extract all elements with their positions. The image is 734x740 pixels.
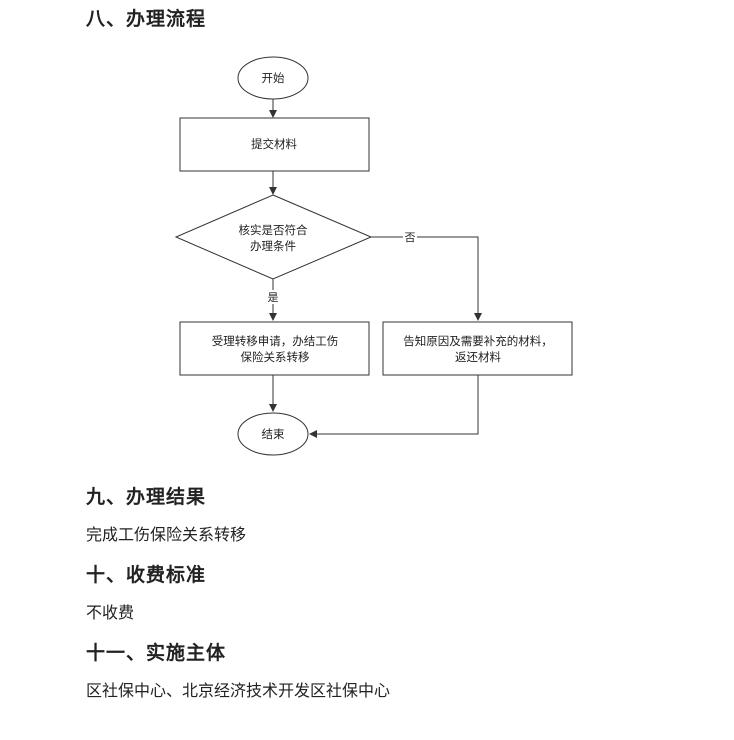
flow-no-connector bbox=[371, 236, 482, 321]
flow-end-node bbox=[237, 412, 309, 456]
flow-decision-node bbox=[174, 194, 373, 280]
flow-submit-node bbox=[179, 117, 370, 172]
flow-no-label: 否 bbox=[405, 231, 416, 244]
flow-decision-label-1: 核实是否符合 bbox=[239, 223, 308, 237]
section-title-authority: 十一、实施主体 bbox=[86, 642, 227, 664]
section-text-result: 完成工伤保险关系转移 bbox=[86, 525, 247, 544]
flow-reject-label-1: 告知原因及需要补充的材料， bbox=[403, 334, 553, 348]
flow-reject-label-2: 返还材料 bbox=[455, 350, 501, 364]
flow-reject-node bbox=[382, 321, 573, 376]
flow-return-connector bbox=[309, 375, 479, 438]
flow-yes-label: 是 bbox=[268, 291, 279, 304]
flow-accept-node bbox=[179, 321, 370, 376]
section-title-process: 八、办理流程 bbox=[86, 8, 207, 30]
flow-yes-label-bg bbox=[266, 290, 280, 304]
process-flowchart: 开始 提交材料 核实是否符合 办理条件 是 否 受理转移申请，办结工伤 保险关系… bbox=[174, 56, 573, 456]
flow-start-label: 开始 bbox=[262, 71, 285, 85]
section-text-authority: 区社保中心、北京经济技术开发区社保中心 bbox=[86, 681, 391, 700]
section-title-fee: 十、收费标准 bbox=[86, 564, 207, 586]
flow-no-label-bg bbox=[403, 230, 417, 244]
flow-decision-label-2: 办理条件 bbox=[250, 239, 296, 253]
section-title-result: 九、办理结果 bbox=[86, 486, 207, 508]
flow-end-label: 结束 bbox=[262, 427, 285, 441]
flow-accept-label-2: 保险关系转移 bbox=[241, 350, 310, 364]
section-text-fee: 不收费 bbox=[86, 603, 135, 622]
flow-submit-label: 提交材料 bbox=[251, 137, 297, 151]
flow-accept-label-1: 受理转移申请，办结工伤 bbox=[212, 334, 339, 348]
